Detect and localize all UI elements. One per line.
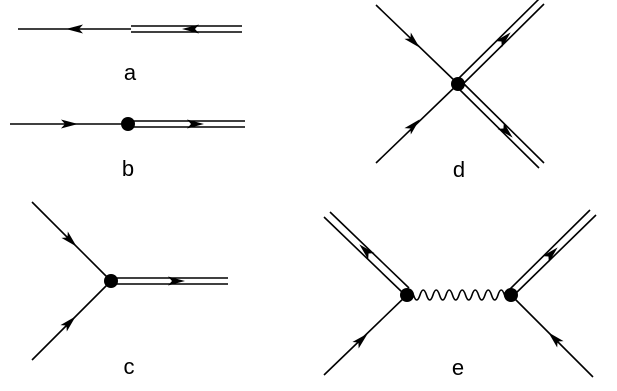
- arrow-up-right-icon: [404, 116, 423, 135]
- diagram-label-c: c: [124, 354, 135, 379]
- double-line-upper: [323, 216, 404, 294]
- vertex-dot: [451, 77, 465, 91]
- vertex-dot: [104, 274, 118, 288]
- vertex-dot: [504, 288, 518, 302]
- diagram-d: d: [375, 0, 545, 182]
- double-line-upper: [507, 209, 591, 292]
- double-line-lower: [455, 85, 540, 169]
- double-line-lower: [512, 214, 597, 297]
- diagram-a: a: [18, 24, 242, 85]
- diagram-b: b: [10, 117, 245, 181]
- vertex-dot: [121, 117, 135, 131]
- vertex-dot: [400, 288, 414, 302]
- diagram-label-e: e: [452, 355, 464, 380]
- diagram-label-d: d: [453, 157, 465, 182]
- diagram-e: e: [323, 209, 597, 380]
- diagram-c: c: [31, 201, 228, 379]
- double-line-upper: [460, 80, 545, 164]
- double-line-lower: [329, 211, 410, 289]
- diagram-label-b: b: [122, 156, 134, 181]
- photon-wavy-line: [406, 289, 512, 301]
- diagram-label-a: a: [124, 60, 137, 85]
